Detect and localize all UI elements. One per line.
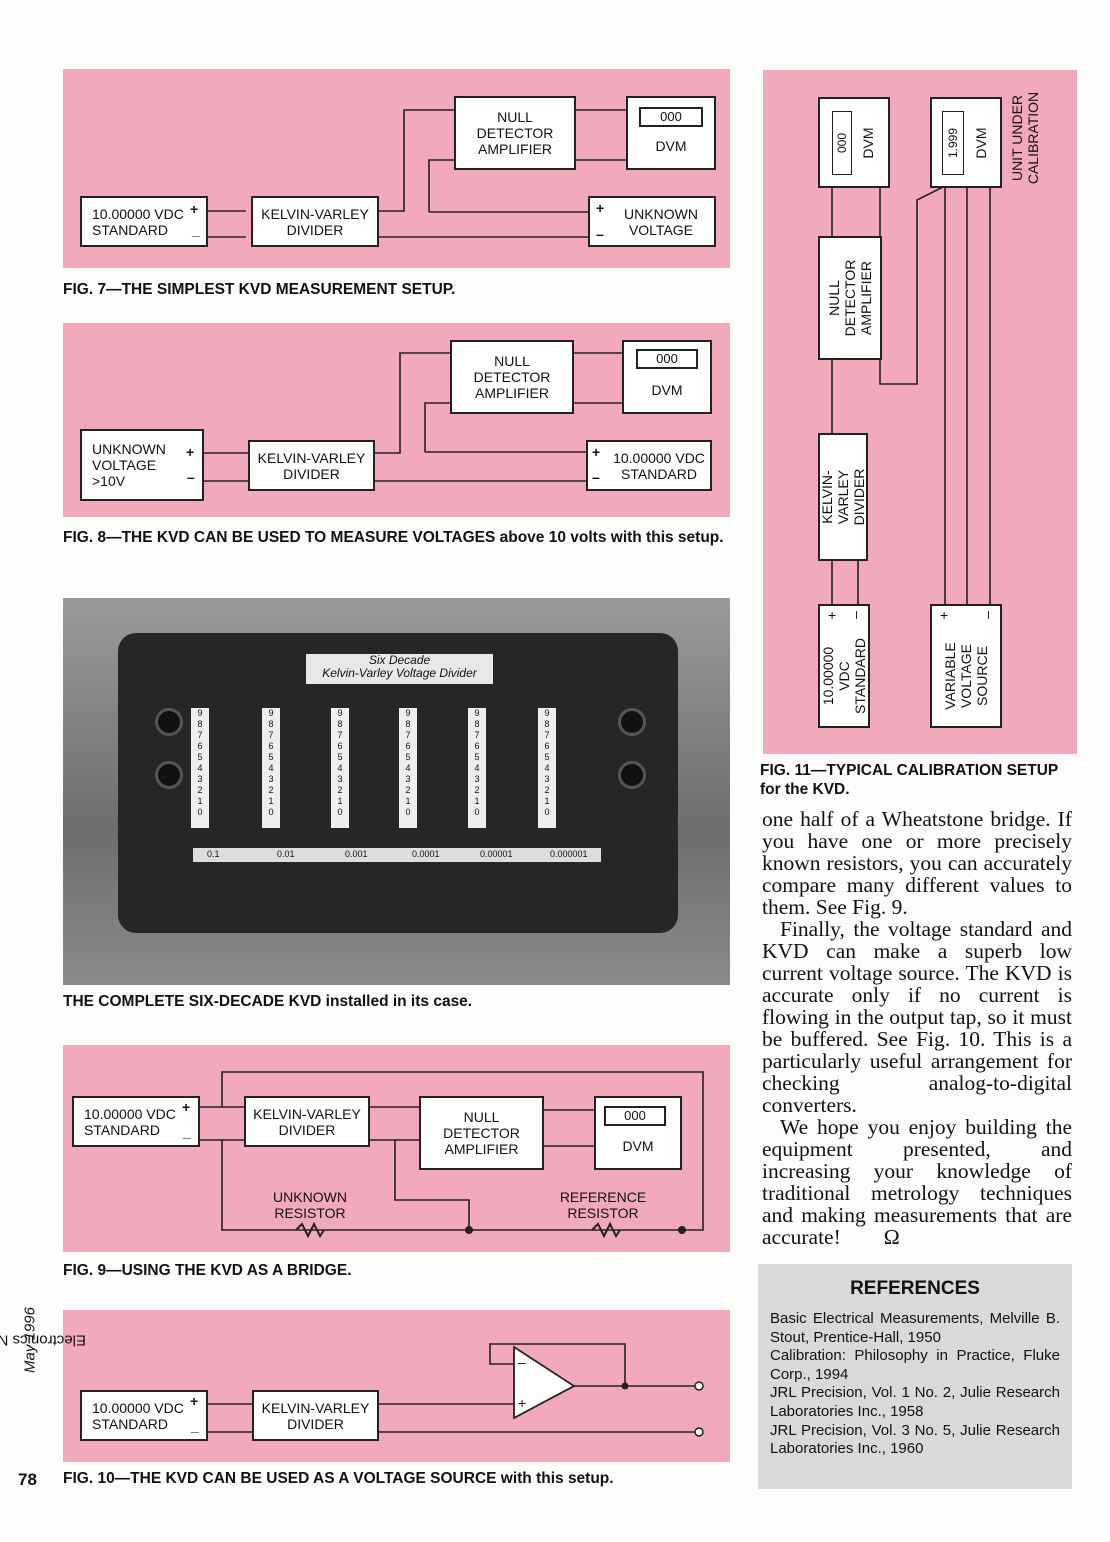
fig11-standard: 10.00000 VDC STANDARD + – [818,604,870,728]
fig11-caption: FIG. 11—TYPICAL CALIBRATION SETUP for th… [760,761,1080,799]
reference-item: Calibration: Philosophy in Practice, Flu… [758,1347,1072,1384]
body-paragraph: one half of a Wheatstone bridge. If you … [762,808,1072,918]
references-heading: REFERENCES [758,1278,1072,1300]
fig11-dvm1: DVM 000 [818,97,890,188]
fig11-uuc: UNIT UNDER CALIBRATION [1003,86,1047,190]
fig11-dvm2-display: 1.999 [942,111,964,175]
running-footer: Electronics Now, May 1996 [18,1235,42,1445]
fig11-dvm1-label: DVM [860,127,876,158]
fig11-dvm2-label: DVM [973,127,989,158]
end-mark: Ω [884,1225,900,1249]
publication-name: Electronics Now, [0,1332,85,1349]
fig11-dvm2: DVM 1.999 [930,97,1002,188]
fig11-kvd: KELVIN-VARLEY DIVIDER [818,433,868,561]
reference-item: JRL Precision, Vol. 1 No. 2, Julie Resea… [758,1384,1072,1421]
page-number: 78 [18,1470,37,1490]
reference-item: Basic Electrical Measurements, Melville … [758,1310,1072,1347]
body-paragraph: We hope you enjoy building the equipment… [762,1116,1072,1248]
fig11-null-detector: NULL DETECTOR AMPLIFIER [818,236,882,360]
fig11-dvm1-display: 000 [832,111,852,175]
fig11-variable-source: VARIABLE VOLTAGE SOURCE + – [930,604,1002,728]
references-box: REFERENCES Basic Electrical Measurements… [758,1264,1072,1489]
article-body: one half of a Wheatstone bridge. If you … [762,808,1072,1248]
reference-item: JRL Precision, Vol. 3 No. 5, Julie Resea… [758,1422,1072,1459]
body-paragraph: Finally, the voltage standard and KVD ca… [762,918,1072,1116]
